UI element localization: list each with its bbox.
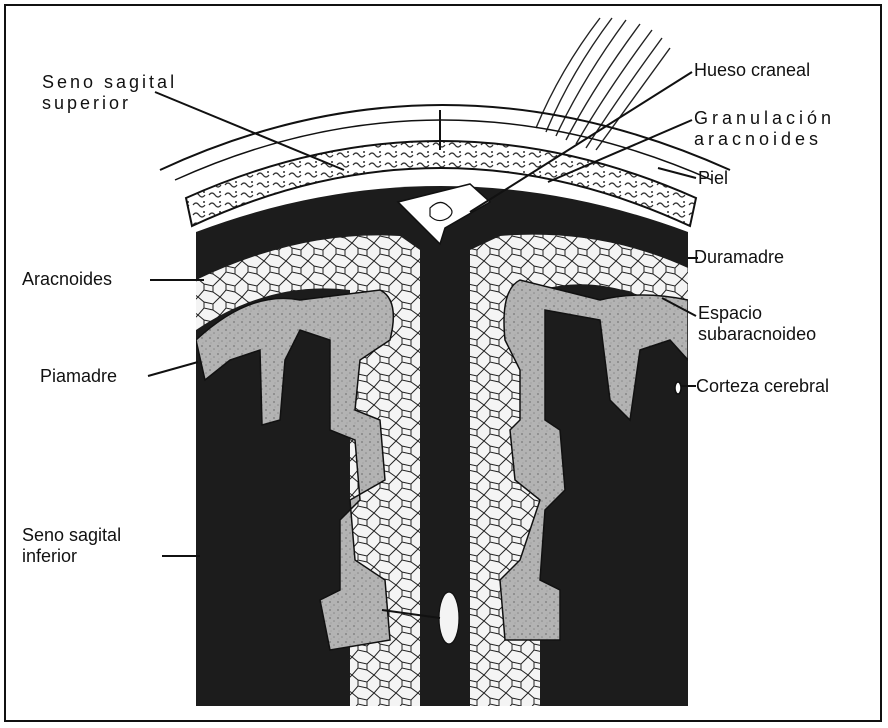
label-seno-sagital-inferior: Seno sagital inferior (22, 525, 121, 567)
label-espacio-subaracnoideo: Espacio subaracnoideo (698, 303, 816, 345)
label-piamadre: Piamadre (40, 366, 117, 387)
cortex-marker (675, 382, 681, 394)
label-piel: Piel (698, 168, 728, 189)
label-hueso-craneal: Hueso craneal (694, 60, 810, 81)
inferior-sinus (439, 592, 459, 644)
label-aracnoides: Aracnoides (22, 269, 112, 290)
label-duramadre: Duramadre (694, 247, 784, 268)
label-seno-sagital-superior: Seno sagital superior (42, 72, 177, 114)
label-granulacion-aracnoides: Granulación aracnoides (694, 108, 835, 150)
label-corteza-cerebral: Corteza cerebral (696, 376, 829, 397)
